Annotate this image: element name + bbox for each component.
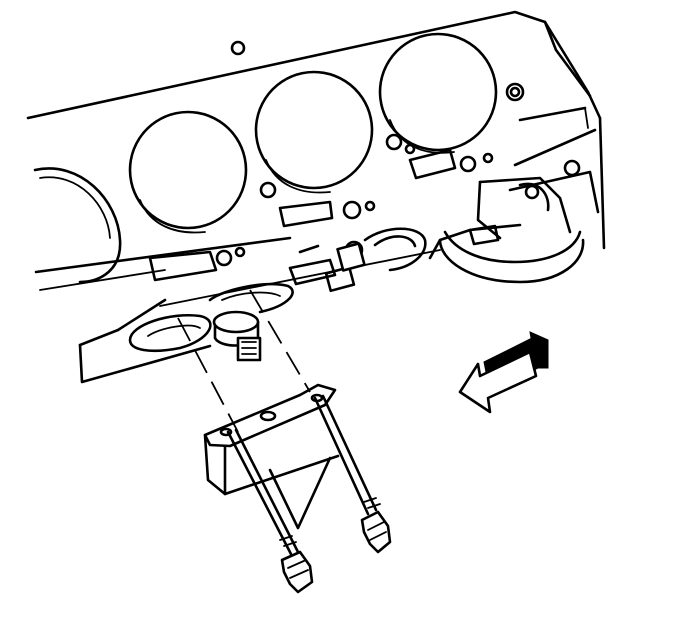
oil-pressure-sender xyxy=(212,310,262,362)
shield-bracket xyxy=(203,383,340,530)
mounting-bosses xyxy=(128,282,294,353)
block-fittings xyxy=(288,227,427,293)
oil-filter-adapter xyxy=(438,176,585,284)
alignment-lines xyxy=(177,289,311,433)
cylinder-bores xyxy=(33,32,521,284)
arrow-left-down-icon xyxy=(458,331,549,414)
engine-block xyxy=(26,10,606,384)
bolt-left xyxy=(226,428,314,594)
bolt-right xyxy=(313,394,392,554)
